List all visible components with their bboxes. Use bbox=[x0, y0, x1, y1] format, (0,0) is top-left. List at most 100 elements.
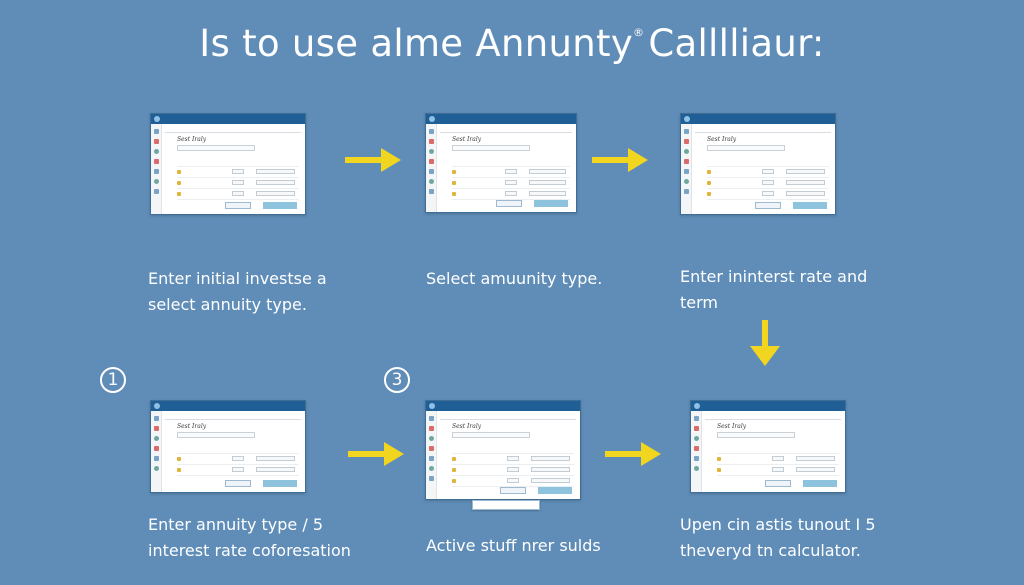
cell-input[interactable] bbox=[505, 169, 518, 174]
nav-icon bbox=[153, 129, 159, 134]
amount-input[interactable] bbox=[707, 145, 785, 151]
nav-icon bbox=[683, 149, 689, 154]
tab-strip bbox=[165, 413, 301, 420]
cell-input[interactable] bbox=[231, 180, 244, 185]
cell-input[interactable] bbox=[771, 456, 784, 461]
caption-step-1: Enter initial investse a select annuity … bbox=[148, 266, 327, 318]
caption-step-5: Active stuff nrer sulds bbox=[426, 533, 601, 559]
select-dropdown[interactable] bbox=[796, 467, 835, 472]
sidebar bbox=[691, 411, 702, 492]
select-dropdown[interactable] bbox=[256, 456, 295, 461]
select-dropdown[interactable] bbox=[786, 191, 825, 196]
select-dropdown[interactable] bbox=[528, 191, 566, 196]
amount-input[interactable] bbox=[177, 432, 255, 438]
secondary-button[interactable] bbox=[765, 480, 791, 487]
nav-icon bbox=[153, 436, 159, 441]
caption-line: Enter annuity type / 5 bbox=[148, 515, 324, 534]
page-title: Is to use alme Annunty®Calllliaur: bbox=[0, 22, 1024, 65]
select-dropdown[interactable] bbox=[528, 169, 566, 174]
row-icon bbox=[177, 181, 181, 186]
caption-line: Enter ininterst rate and bbox=[680, 267, 868, 286]
cell-input[interactable] bbox=[506, 456, 519, 461]
app-logo-icon bbox=[694, 403, 700, 409]
select-dropdown[interactable] bbox=[531, 456, 570, 461]
primary-button[interactable] bbox=[534, 200, 568, 207]
panel-heading: Sest Iraly bbox=[177, 423, 207, 430]
dropdown-popup[interactable] bbox=[472, 500, 540, 510]
nav-icon bbox=[693, 416, 699, 421]
table-row bbox=[177, 454, 299, 465]
form-table bbox=[707, 156, 829, 200]
select-dropdown[interactable] bbox=[256, 180, 295, 185]
cell-input[interactable] bbox=[231, 191, 244, 196]
row-icon bbox=[452, 181, 456, 186]
nav-icon bbox=[428, 189, 434, 194]
cell-input[interactable] bbox=[505, 191, 518, 196]
amount-input[interactable] bbox=[452, 432, 530, 438]
form-table bbox=[717, 443, 839, 476]
secondary-button[interactable] bbox=[225, 480, 251, 487]
cell-input[interactable] bbox=[506, 467, 519, 472]
select-dropdown[interactable] bbox=[531, 467, 570, 472]
primary-button[interactable] bbox=[263, 202, 297, 209]
table-row bbox=[452, 189, 570, 200]
cell-input[interactable] bbox=[761, 191, 774, 196]
nav-icon bbox=[428, 179, 434, 184]
secondary-button[interactable] bbox=[500, 487, 526, 494]
row-icon bbox=[452, 479, 456, 484]
caption-line: theveryd tn calculator. bbox=[680, 541, 861, 560]
primary-button[interactable] bbox=[263, 480, 297, 487]
row-icon bbox=[707, 192, 711, 197]
panel-heading: Sest Iraly bbox=[707, 136, 737, 143]
tab-strip bbox=[705, 413, 841, 420]
nav-icon bbox=[153, 426, 159, 431]
select-dropdown[interactable] bbox=[786, 169, 825, 174]
app-logo-icon bbox=[429, 403, 435, 409]
primary-button[interactable] bbox=[793, 202, 827, 209]
window-titlebar bbox=[691, 401, 845, 411]
cell-input[interactable] bbox=[771, 467, 784, 472]
nav-icon bbox=[428, 129, 434, 134]
nav-icon bbox=[428, 476, 434, 481]
panel-heading: Sest Iraly bbox=[177, 136, 207, 143]
amount-input[interactable] bbox=[452, 145, 530, 151]
select-dropdown[interactable] bbox=[256, 191, 295, 196]
app-logo-icon bbox=[684, 116, 690, 122]
secondary-button[interactable] bbox=[496, 200, 522, 207]
secondary-button[interactable] bbox=[225, 202, 251, 209]
screenshot-panel-6: Sest Iraly bbox=[690, 400, 846, 493]
caption-line: Active stuff nrer sulds bbox=[426, 536, 601, 555]
primary-button[interactable] bbox=[803, 480, 837, 487]
table-row bbox=[452, 178, 570, 189]
select-dropdown[interactable] bbox=[528, 180, 566, 185]
nav-icon bbox=[693, 466, 699, 471]
cell-input[interactable] bbox=[231, 467, 244, 472]
tab-strip bbox=[165, 126, 301, 133]
table-row bbox=[717, 443, 839, 454]
screenshot-panel-1: Sest Iraly bbox=[150, 113, 306, 215]
cell-input[interactable] bbox=[231, 456, 244, 461]
amount-input[interactable] bbox=[717, 432, 795, 438]
select-dropdown[interactable] bbox=[256, 467, 295, 472]
cell-input[interactable] bbox=[506, 478, 519, 483]
nav-icon bbox=[153, 159, 159, 164]
sidebar bbox=[426, 411, 437, 499]
amount-input[interactable] bbox=[177, 145, 255, 151]
table-row bbox=[177, 189, 299, 200]
window-titlebar bbox=[426, 401, 580, 411]
cell-input[interactable] bbox=[231, 169, 244, 174]
cell-input[interactable] bbox=[761, 180, 774, 185]
select-dropdown[interactable] bbox=[786, 180, 825, 185]
primary-button[interactable] bbox=[538, 487, 572, 494]
row-icon bbox=[177, 457, 181, 462]
select-dropdown[interactable] bbox=[531, 478, 570, 483]
nav-icon bbox=[428, 159, 434, 164]
secondary-button[interactable] bbox=[755, 202, 781, 209]
select-dropdown[interactable] bbox=[256, 169, 295, 174]
cell-input[interactable] bbox=[761, 169, 774, 174]
nav-icon bbox=[428, 139, 434, 144]
select-dropdown[interactable] bbox=[796, 456, 835, 461]
title-main: Is to use alme Annunty bbox=[199, 22, 634, 65]
tab-strip bbox=[440, 413, 576, 420]
cell-input[interactable] bbox=[505, 180, 518, 185]
